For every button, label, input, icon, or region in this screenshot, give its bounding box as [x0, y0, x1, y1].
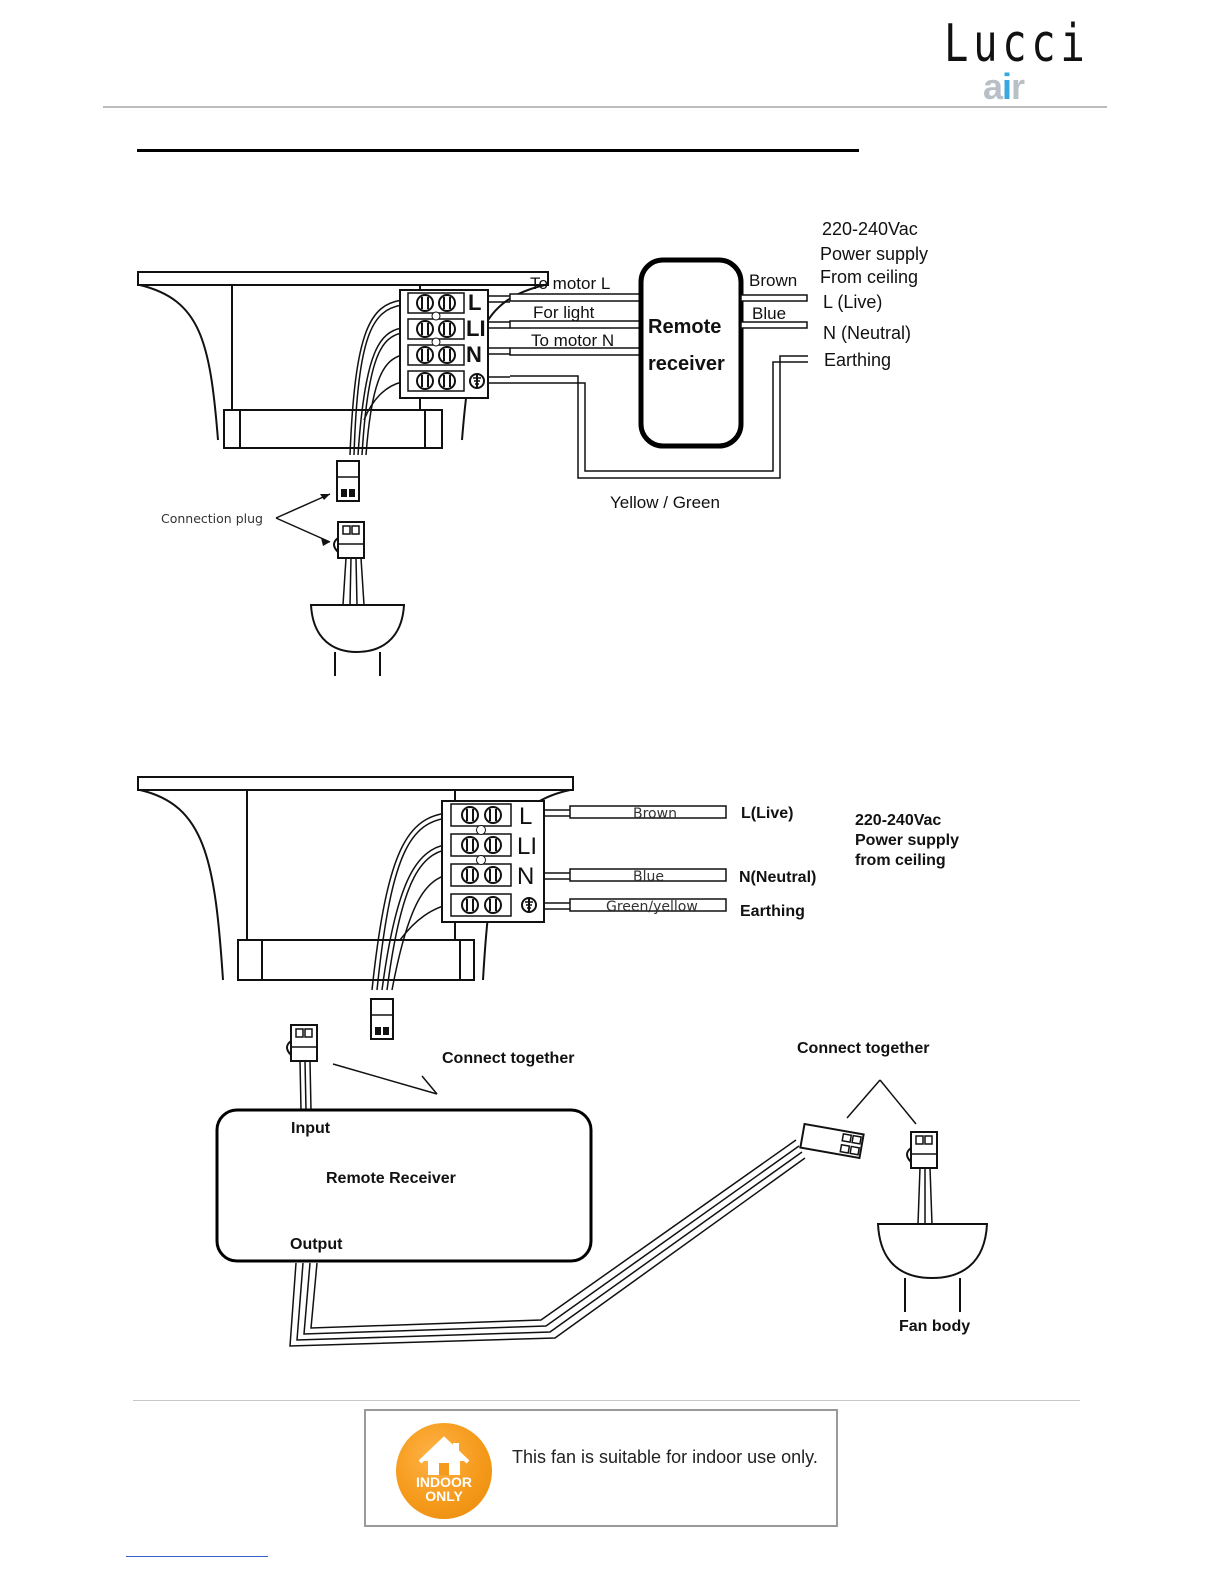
connect-together-label-2: Connect together	[797, 1040, 929, 1057]
badge-line1: INDOOR	[416, 1474, 472, 1490]
supply-voltage-label-2: 220-240Vac	[855, 812, 941, 829]
diagram-1: L LI N Remote receiver To motor L	[137, 219, 928, 676]
input-plugs: Connect together	[286, 998, 574, 1111]
live-label-2: L(Live)	[741, 805, 793, 822]
fan-body-1	[309, 604, 406, 676]
footer-link-underline	[126, 1556, 268, 1557]
terminal-l-label-2: L	[519, 803, 532, 830]
canopy-2	[137, 776, 574, 981]
badge-line2: ONLY	[425, 1488, 463, 1504]
remote-receiver-1: Remote receiver	[638, 257, 744, 449]
connect-together-label-1: Connect together	[442, 1050, 574, 1067]
diagram-2: L LI N Brown Blue Green/yellow L(Live) N…	[137, 776, 989, 1347]
yellow-green-label: Yellow / Green	[610, 493, 720, 512]
to-motor-l-label: To motor L	[530, 274, 610, 293]
supply-label-line3: From ceiling	[820, 267, 918, 287]
house-icon	[418, 1436, 470, 1475]
blue-wire-label-2: Blue	[633, 869, 664, 885]
brown-wire-label: Brown	[749, 271, 797, 290]
brand-logo-lucci: Lucci	[944, 14, 1090, 74]
green-yellow-wire-label: Green/yellow	[606, 899, 698, 915]
connection-plug-1: Connection plug	[161, 460, 365, 606]
terminal-li-label: LI	[466, 316, 486, 341]
blue-wire-label: Blue	[752, 304, 786, 323]
earthing-label: Earthing	[824, 350, 891, 370]
neutral-label-2: N(Neutral)	[739, 869, 816, 886]
fan-body-2	[876, 1223, 989, 1312]
footer-divider	[133, 1400, 1080, 1401]
brand-logo-air: air	[983, 66, 1025, 107]
supply-label-line2-2: Power supply	[855, 832, 959, 849]
terminal-block-2: L LI N	[441, 800, 545, 923]
fan-body-label: Fan body	[899, 1318, 970, 1335]
terminal-li-label-2: LI	[517, 833, 537, 860]
indoor-notice: INDOOR ONLY This fan is suitable for ind…	[364, 1409, 838, 1527]
indoor-only-badge: INDOOR ONLY	[396, 1423, 492, 1519]
terminal-block-1: L LI N	[399, 289, 489, 399]
connection-plug-label: Connection plug	[161, 511, 263, 526]
output-plugs: Connect together	[797, 1040, 938, 1225]
receiver-input-label: Input	[291, 1120, 331, 1137]
supply-label-line2: Power supply	[820, 244, 928, 264]
header-divider	[103, 106, 1107, 108]
terminal-n-label: N	[466, 342, 482, 367]
supply-label-line3-2: from ceiling	[855, 852, 946, 869]
terminal-n-label-2: N	[517, 863, 534, 890]
section-title-rule	[137, 149, 859, 152]
to-motor-n-label: To motor N	[531, 331, 614, 350]
terminal-l-label: L	[468, 290, 481, 315]
earthing-label-2: Earthing	[740, 903, 805, 920]
receiver-label-line2: receiver	[648, 353, 725, 375]
for-light-label: For light	[533, 303, 595, 322]
receiver-label-line1: Remote	[648, 316, 721, 338]
remote-receiver-2: Input Remote Receiver Output	[215, 1108, 593, 1263]
live-label: L (Live)	[823, 292, 882, 312]
receiver-output-label: Output	[290, 1236, 343, 1253]
supply-voltage-label: 220-240Vac	[822, 219, 918, 239]
receiver-title-label: Remote Receiver	[326, 1170, 456, 1187]
neutral-label: N (Neutral)	[823, 323, 911, 343]
brown-wire-label-2: Brown	[633, 806, 677, 822]
indoor-notice-text: This fan is suitable for indoor use only…	[512, 1447, 818, 1467]
